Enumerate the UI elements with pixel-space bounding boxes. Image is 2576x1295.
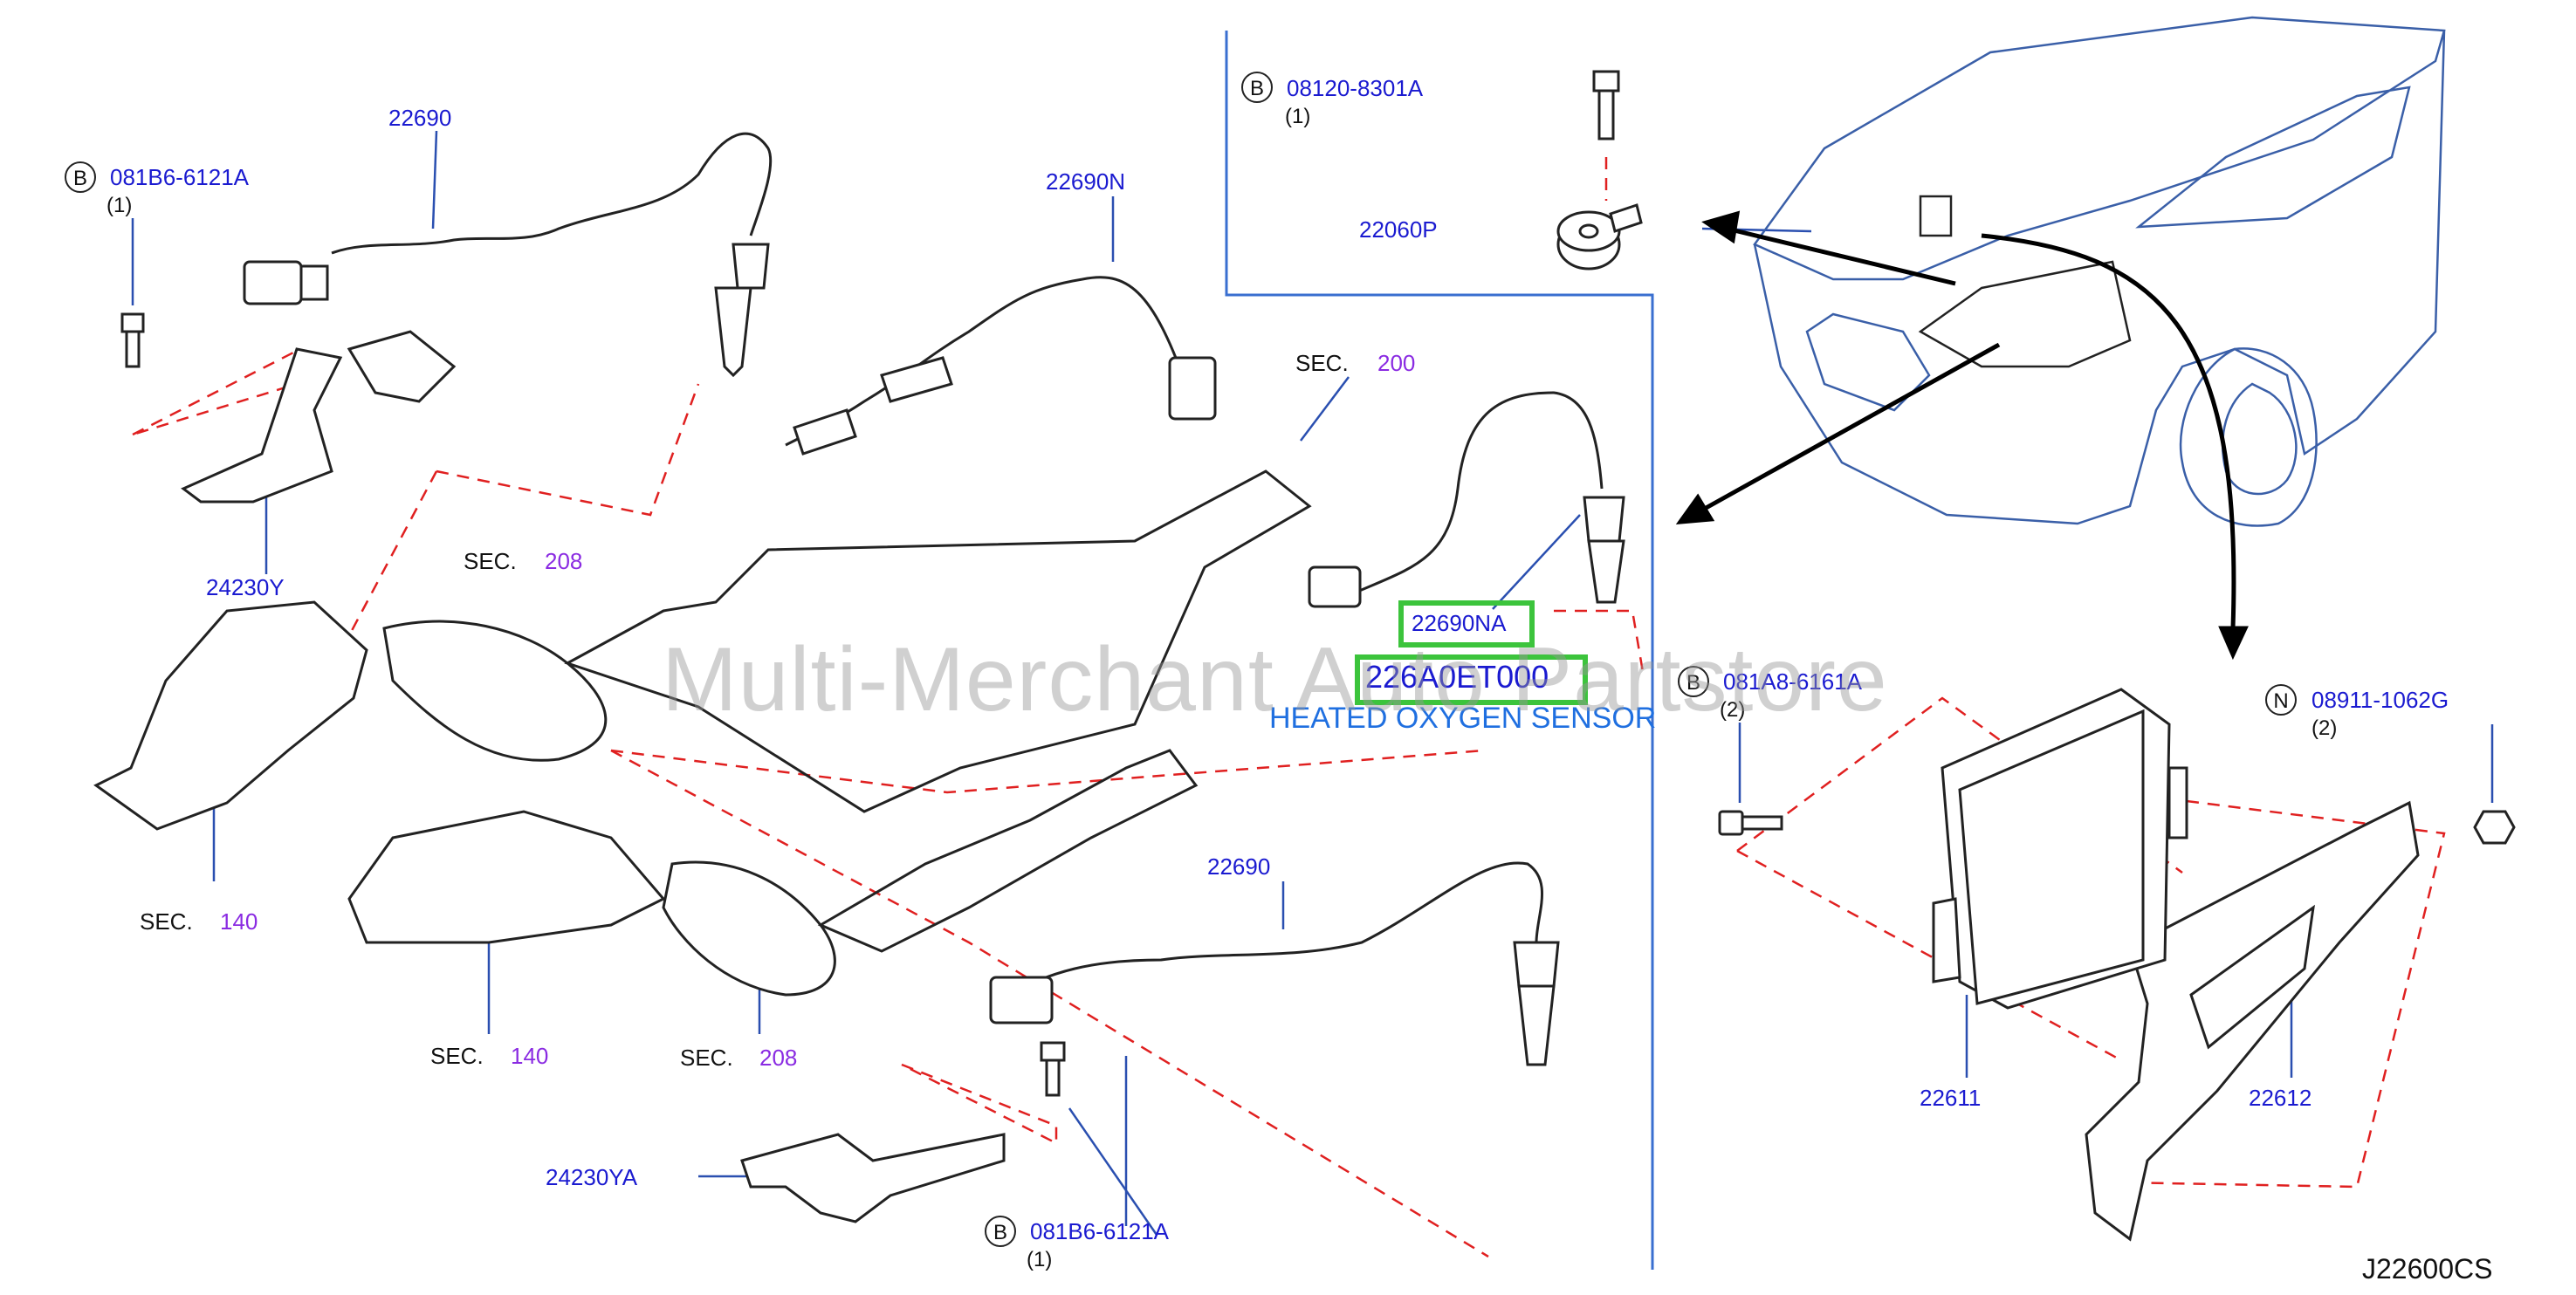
part-number-081b6-6121a-bottom[interactable]: 081B6-6121A xyxy=(1030,1218,1170,1244)
part-number-22612[interactable]: 22612 xyxy=(2249,1085,2312,1111)
b-circle-marker: B xyxy=(1241,72,1273,103)
part-number-081b6-6121a-top[interactable]: 081B6-6121A xyxy=(110,164,250,190)
part-number-226a0et000[interactable]: 226A0ET000 xyxy=(1365,659,1549,695)
sec-prefix: SEC. xyxy=(680,1045,733,1071)
pointer-arrows xyxy=(1675,210,2249,661)
sec-prefix: SEC. xyxy=(430,1043,484,1069)
highlight-box-226a0et000 xyxy=(1355,654,1588,705)
highlight-box-22690na xyxy=(1398,600,1535,648)
brackets xyxy=(181,330,2420,1242)
part-number-22060p[interactable]: 22060P xyxy=(1359,216,1438,243)
sec-prefix: SEC. xyxy=(1295,350,1349,376)
watermark-text: Multi-Merchant Auto Partstore xyxy=(662,629,1888,730)
sec-prefix: SEC. xyxy=(140,908,193,935)
part-number-24230ya[interactable]: 24230YA xyxy=(546,1164,638,1190)
oxygen-sensor-top-left xyxy=(243,132,773,378)
qty-label: (1) xyxy=(106,194,133,217)
part-number-08911-1062g[interactable]: 08911-1062G xyxy=(2312,687,2449,713)
panel-divider xyxy=(1225,31,1654,1270)
leader-lines xyxy=(132,157,2446,1258)
b-circle-marker: B xyxy=(985,1216,1016,1247)
fasteners xyxy=(120,70,2516,1097)
sec-number[interactable]: 140 xyxy=(511,1043,549,1069)
sec-number[interactable]: 200 xyxy=(1377,350,1416,376)
part-number-24230y[interactable]: 24230Y xyxy=(206,574,285,600)
sec-number[interactable]: 140 xyxy=(220,908,258,935)
b-circle-marker: B xyxy=(1678,666,1709,697)
diagram-code: J22600CS xyxy=(2362,1253,2493,1285)
qty-label: (1) xyxy=(1285,105,1311,128)
sec-prefix: SEC. xyxy=(464,548,517,574)
part-number-22690na[interactable]: 22690NA xyxy=(1412,610,1507,636)
part-number-081a8-6161a[interactable]: 081A8-6161A xyxy=(1723,668,1863,695)
oxygen-sensor-bottom xyxy=(989,861,1560,1066)
sec-number[interactable]: 208 xyxy=(545,548,583,574)
oxygen-sensor-n xyxy=(785,276,1217,456)
n-circle-marker: N xyxy=(2265,684,2297,716)
qty-label: (1) xyxy=(1027,1248,1053,1271)
part-number-22611[interactable]: 22611 xyxy=(1920,1085,1982,1111)
part-number-22690n[interactable]: 22690N xyxy=(1046,168,1126,195)
oxygen-sensor-na xyxy=(1308,391,1625,608)
sec-number[interactable]: 208 xyxy=(759,1045,798,1071)
knock-sensor xyxy=(1556,203,1643,271)
heated-oxygen-sensor-label: HEATED OXYGEN SENSOR xyxy=(1269,702,1657,735)
part-number-22690-bottom[interactable]: 22690 xyxy=(1207,853,1271,880)
qty-label: (2) xyxy=(2312,716,2338,740)
part-number-22690-top[interactable]: 22690 xyxy=(388,105,452,131)
vehicle-outline xyxy=(1753,16,2446,527)
b-circle-marker: B xyxy=(65,161,96,193)
exhaust-assembly xyxy=(93,469,1312,997)
part-number-08120-8301a[interactable]: 08120-8301A xyxy=(1287,75,1424,101)
qty-label: (2) xyxy=(1720,698,1746,722)
ecm-unit xyxy=(1932,688,2188,1010)
